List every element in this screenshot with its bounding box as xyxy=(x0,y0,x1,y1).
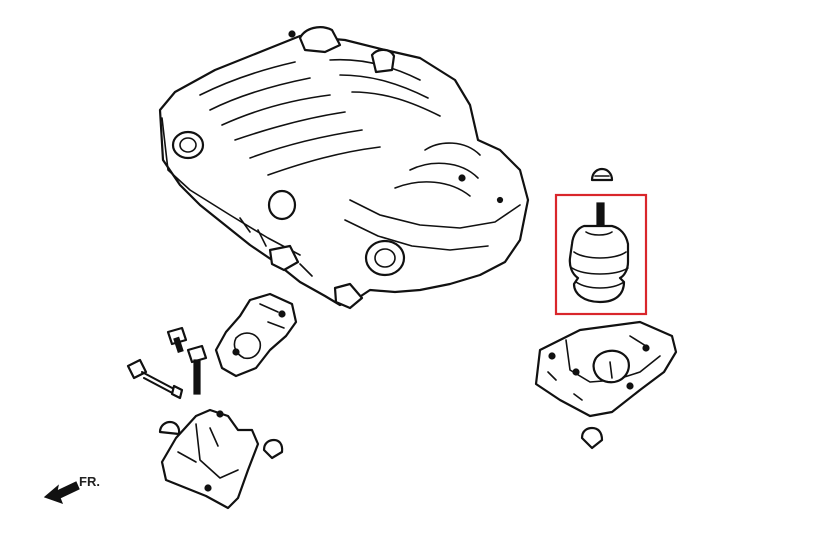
left-mount-bracket xyxy=(158,408,260,510)
small-nut-part xyxy=(262,438,284,460)
bolt-long xyxy=(126,358,184,400)
front-direction-arrow: FR. xyxy=(43,474,100,505)
engine-mount-drawing xyxy=(568,202,630,304)
direction-label: FR. xyxy=(79,474,100,489)
bolt-medium xyxy=(186,344,208,395)
upper-stopper-part xyxy=(590,167,614,182)
left-engine-mount-drawing xyxy=(214,292,298,378)
lower-stopper-part xyxy=(580,426,604,450)
bolt-short xyxy=(166,326,188,354)
right-mount-bracket xyxy=(534,320,678,418)
engine-mount-highlight-box xyxy=(554,193,648,316)
engine-block-drawing xyxy=(158,26,530,310)
